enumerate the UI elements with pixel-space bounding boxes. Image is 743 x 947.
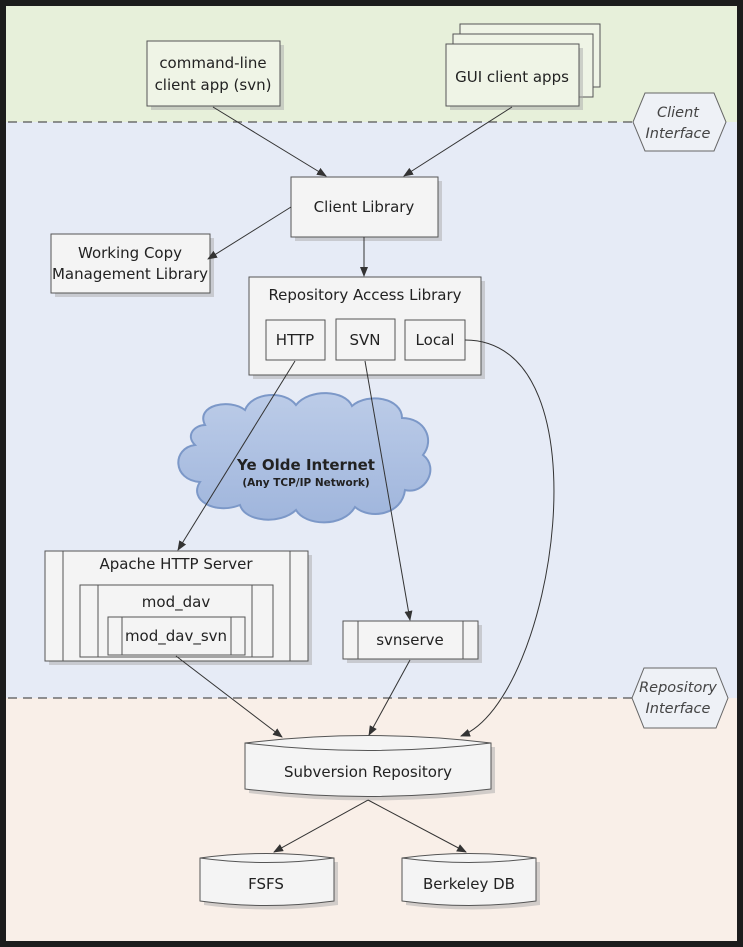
arrow-client-to-workingcopy — [207, 206, 292, 260]
fsfs-cylinder: FSFS — [199, 853, 338, 910]
client-interface-label-2: Interface — [646, 126, 711, 142]
working-copy-label-2: Management Library — [52, 265, 208, 283]
working-copy-node: Working Copy Management Library — [50, 233, 214, 297]
repository-cylinder: Subversion Repository — [244, 735, 495, 801]
internet-title: Ye Olde Internet — [236, 456, 375, 474]
apache-label: Apache HTTP Server — [99, 555, 253, 573]
client-library-label: Client Library — [314, 198, 415, 216]
svnserve-label: svnserve — [376, 631, 444, 649]
cmdline-client-node: command-line client app (svn) — [146, 40, 284, 110]
gui-label: GUI client apps — [455, 68, 569, 86]
cmdline-label-2: client app (svn) — [155, 76, 272, 94]
http-label: HTTP — [276, 331, 314, 349]
internet-cloud: Ye Olde Internet (Any TCP/IP Network) — [177, 392, 432, 524]
arrow-cmdline-to-client — [212, 106, 327, 177]
client-interface-tag: Client Interface — [632, 92, 727, 152]
svn-module — [335, 318, 396, 361]
mod-dav-svn-label: mod_dav_svn — [125, 627, 227, 646]
fsfs-label: FSFS — [248, 875, 284, 893]
arrow-gui-to-client — [403, 106, 513, 177]
arrow-moddavsvn-to-repository — [175, 655, 283, 738]
client-library-node: Client Library — [290, 176, 442, 241]
apache-node: Apache HTTP Server mod_dav mod_dav_svn — [44, 550, 312, 665]
arrow-repository-to-fsfs — [273, 799, 369, 853]
bdb-label: Berkeley DB — [423, 875, 515, 893]
cmdline-label-1: command-line — [159, 54, 266, 72]
arrow-http-to-apache — [177, 360, 296, 551]
client-zone — [6, 6, 737, 122]
client-interface-label-1: Client — [657, 105, 700, 121]
repository-interface-label-1: Repository — [639, 680, 717, 696]
mod-dav-svn-box — [107, 616, 246, 656]
arrow-svn-to-svnserve — [364, 360, 413, 621]
svnserve-node: svnserve — [342, 620, 482, 663]
gui-clients-node: GUI client apps — [445, 23, 601, 110]
ra-library-node: Repository Access Library HTTP SVN Local — [248, 276, 485, 379]
repository-interface-label-2: Interface — [646, 701, 711, 717]
internet-subtitle: (Any TCP/IP Network) — [242, 477, 369, 489]
mod-dav-label: mod_dav — [142, 593, 211, 612]
repository-zone — [6, 698, 737, 941]
local-module — [404, 319, 466, 361]
repository-label: Subversion Repository — [284, 763, 452, 781]
bdb-cylinder: Berkeley DB — [401, 853, 540, 910]
local-label: Local — [416, 331, 455, 349]
svn-label: SVN — [349, 331, 380, 349]
http-module — [265, 319, 326, 361]
arrow-svnserve-to-repository — [368, 659, 411, 736]
repository-interface-tag: Repository Interface — [631, 667, 729, 729]
working-copy-label-1: Working Copy — [78, 244, 182, 262]
arrow-repository-to-bdb — [367, 799, 467, 853]
ra-library-label: Repository Access Library — [268, 286, 461, 304]
